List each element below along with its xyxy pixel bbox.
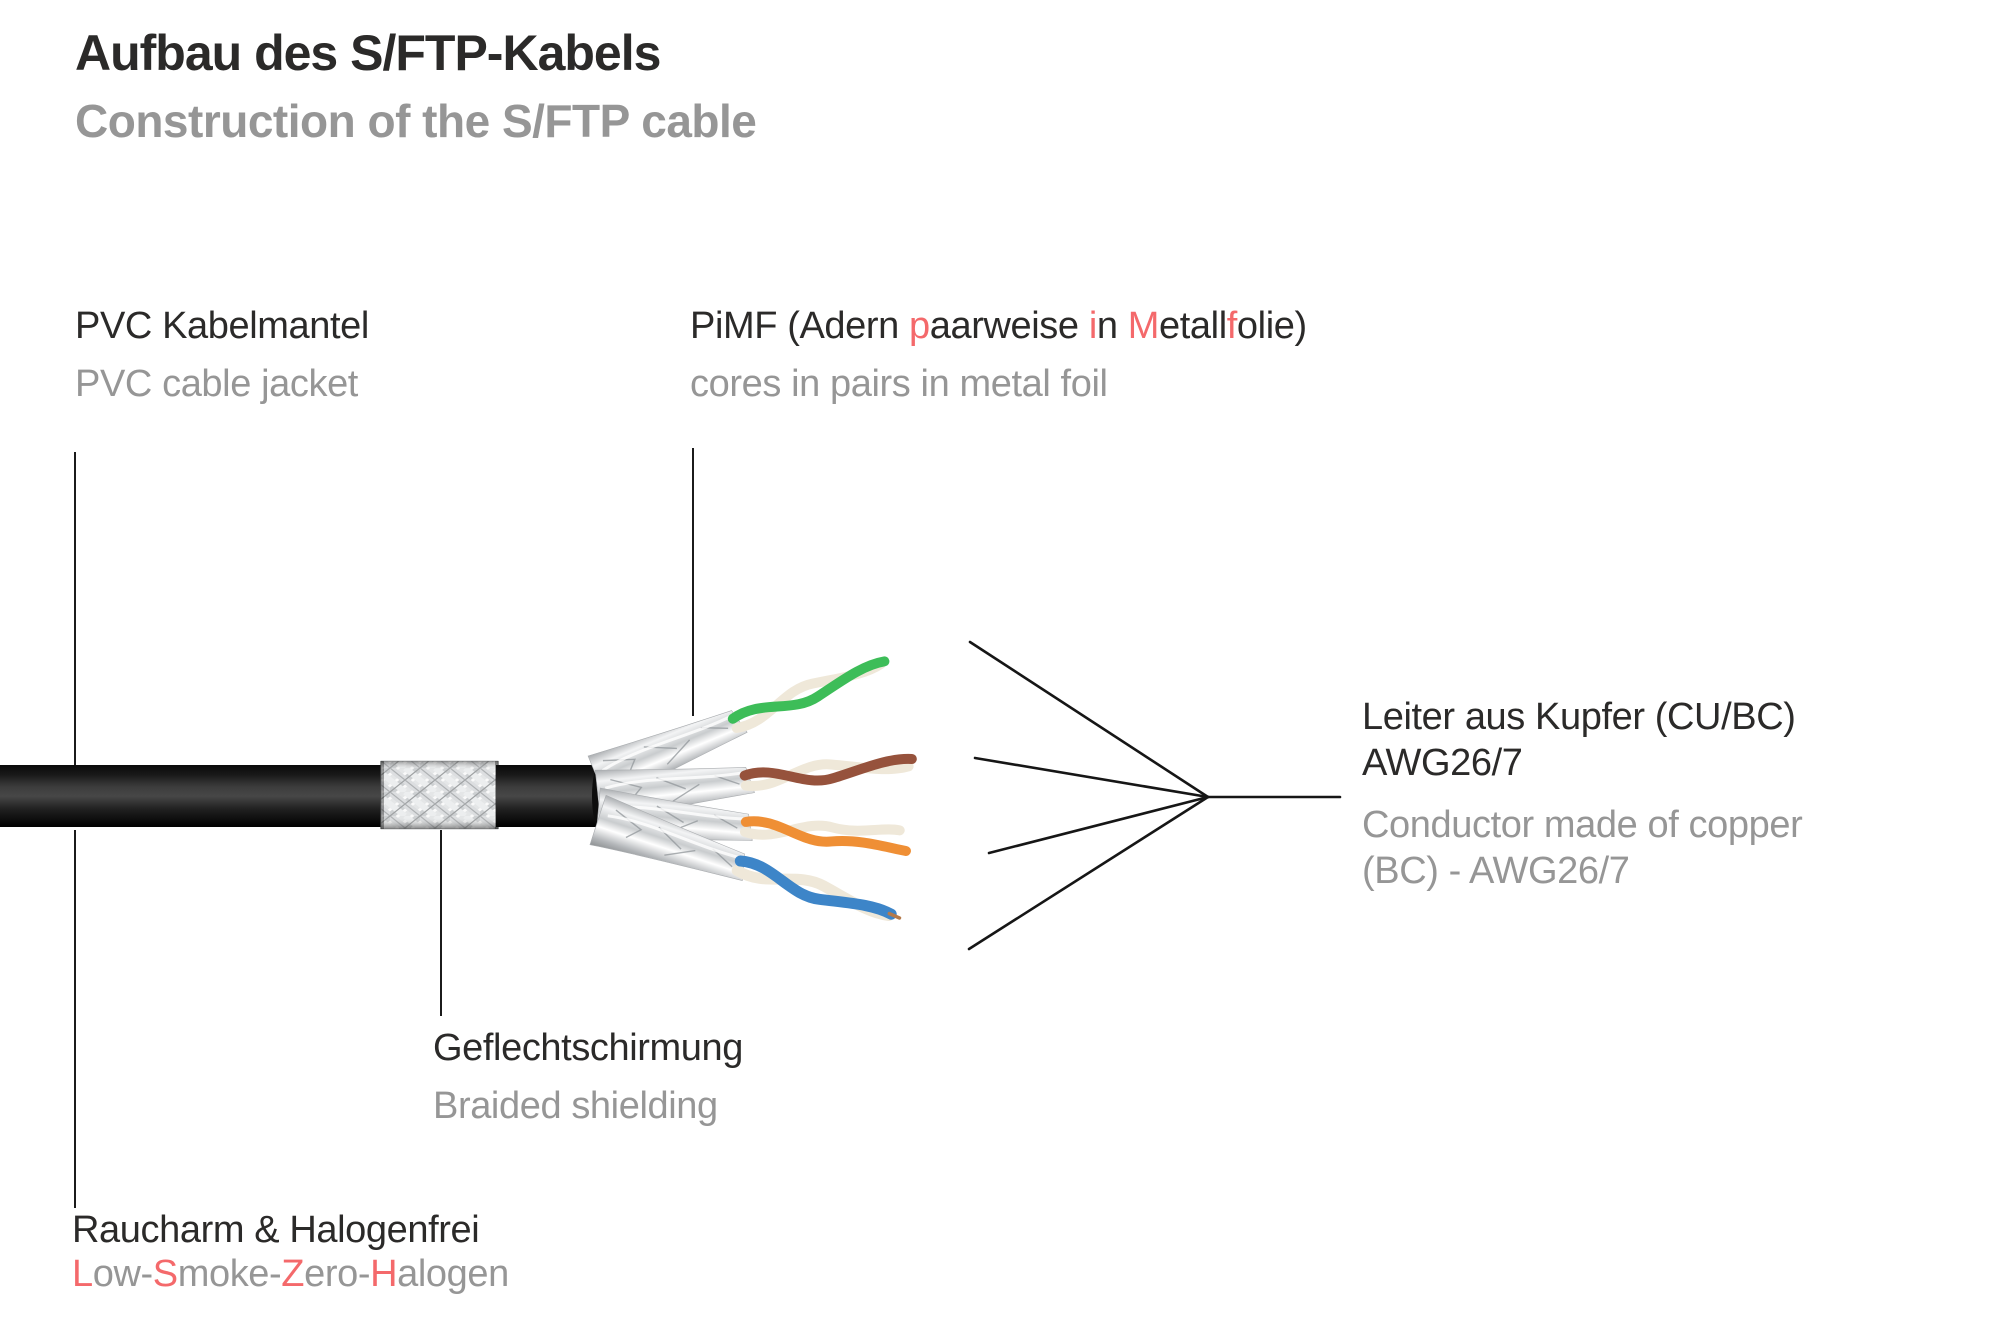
cable-jacket bbox=[0, 760, 606, 830]
strand-white bbox=[740, 759, 914, 791]
foil-crinkle-lines bbox=[615, 809, 733, 868]
leader-line-pimf bbox=[692, 448, 694, 716]
cable-illustration bbox=[0, 640, 1342, 951]
foil-crinkle-lines bbox=[602, 726, 729, 776]
leader-line-braided-shielding bbox=[440, 830, 442, 1016]
foil-crinkle-lines bbox=[610, 775, 740, 802]
label-conductor-en-line1: Conductor made of copper bbox=[1362, 804, 1803, 846]
text-segment: n bbox=[1096, 305, 1128, 347]
strand-green bbox=[727, 656, 890, 724]
leader-line-lszh bbox=[74, 830, 76, 1208]
label-braided-shielding-en: Braided shielding bbox=[433, 1085, 718, 1127]
strand-blue bbox=[734, 855, 897, 920]
text-segment: M bbox=[1127, 305, 1160, 347]
page-subtitle: Construction of the S/FTP cable bbox=[75, 95, 757, 147]
label-conductor-de-line2: AWG26/7 bbox=[1362, 742, 1523, 784]
label-conductor-block: Leiter aus Kupfer (CU/BC) AWG26/7 Conduc… bbox=[1362, 694, 1803, 894]
text-segment: p bbox=[909, 305, 930, 347]
text-segment: olie) bbox=[1236, 305, 1307, 347]
label-braided-shielding-de: Geflechtschirmung bbox=[433, 1027, 744, 1069]
strand-brown bbox=[739, 753, 917, 786]
label-conductor-en-line2: (BC) - AWG26/7 bbox=[1362, 850, 1630, 892]
text-segment: S bbox=[152, 1253, 178, 1295]
text-segment: L bbox=[72, 1253, 93, 1295]
text-segment: etall bbox=[1159, 305, 1227, 347]
conductor-pointer-lines bbox=[967, 640, 1342, 951]
copper-tip bbox=[887, 911, 902, 920]
leader-line-pvc-jacket bbox=[74, 452, 76, 765]
strand-orange bbox=[740, 816, 911, 856]
text-segment: PiMF (Adern bbox=[690, 305, 910, 347]
braided-shielding-section bbox=[380, 760, 499, 830]
label-pimf-de: PiMF (Adern paarweise in Metallfolie) bbox=[690, 304, 1307, 349]
text-segment: i bbox=[1088, 305, 1097, 347]
page-title: Aufbau des S/FTP-Kabels bbox=[75, 25, 661, 81]
label-lszh-de: Raucharm & Halogenfrei bbox=[72, 1209, 480, 1251]
label-pvc-jacket-de: PVC Kabelmantel bbox=[75, 305, 369, 347]
text-segment: aarweise bbox=[929, 305, 1089, 347]
label-conductor-de-line1: Leiter aus Kupfer (CU/BC) bbox=[1362, 696, 1796, 738]
text-segment: ero- bbox=[304, 1253, 371, 1295]
label-pimf-en: cores in pairs in metal foil bbox=[690, 363, 1108, 405]
foil-pair-blue bbox=[589, 794, 902, 922]
text-segment: alogen bbox=[397, 1253, 509, 1295]
text-segment: Z bbox=[281, 1253, 305, 1295]
text-segment: f bbox=[1226, 305, 1238, 347]
label-lszh-en: Low-Smoke-Zero-Halogen bbox=[72, 1252, 509, 1297]
label-pvc-jacket-en: PVC cable jacket bbox=[75, 363, 358, 405]
text-segment: H bbox=[370, 1253, 398, 1295]
strand-white bbox=[740, 820, 905, 840]
text-segment: ow- bbox=[92, 1253, 153, 1295]
text-segment: moke- bbox=[177, 1253, 282, 1295]
